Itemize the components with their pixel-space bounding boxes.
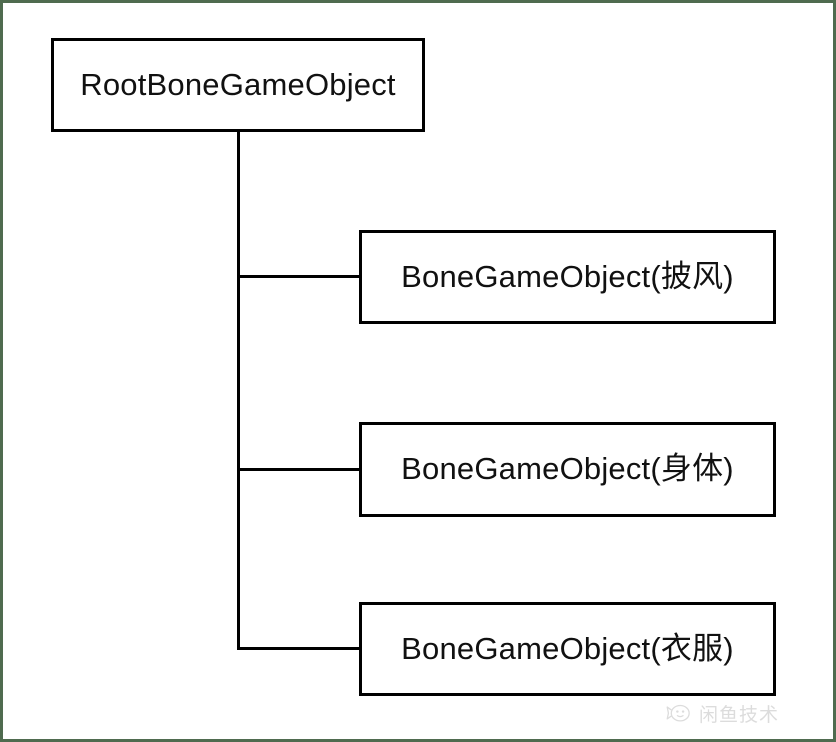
node-bone-gameobject-clothes[interactable]: BoneGameObject(衣服) bbox=[359, 602, 776, 696]
chat-fish-icon bbox=[666, 704, 690, 722]
watermark: 闲鱼技术 bbox=[666, 700, 779, 727]
node-child-2-label: BoneGameObject(身体) bbox=[401, 451, 734, 487]
node-child-3-label: BoneGameObject(衣服) bbox=[401, 630, 734, 666]
watermark-text: 闲鱼技术 bbox=[699, 705, 780, 726]
connector-branch-3 bbox=[237, 647, 361, 650]
node-bone-gameobject-body[interactable]: BoneGameObject(身体) bbox=[359, 422, 776, 517]
node-root-bone-gameobject[interactable]: RootBoneGameObject bbox=[51, 38, 425, 132]
connector-branch-2 bbox=[237, 468, 361, 471]
connector-trunk-vertical bbox=[237, 131, 240, 650]
node-root-label: RootBoneGameObject bbox=[80, 66, 396, 102]
node-child-1-label: BoneGameObject(披风) bbox=[401, 258, 734, 294]
node-bone-gameobject-cape[interactable]: BoneGameObject(披风) bbox=[359, 230, 776, 324]
connector-branch-1 bbox=[237, 275, 361, 278]
